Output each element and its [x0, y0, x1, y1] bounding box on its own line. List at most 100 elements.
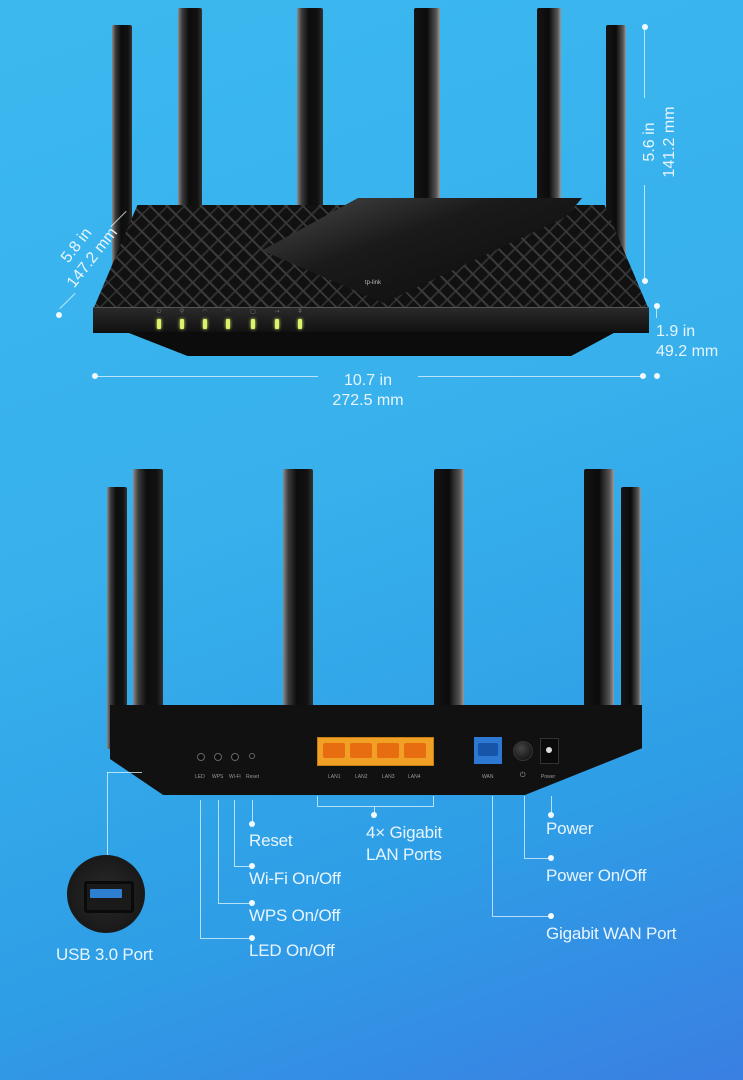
power-callout-dot: [548, 812, 554, 818]
power-button-icon: ⏻: [520, 772, 526, 779]
lan-port-4[interactable]: [404, 743, 426, 758]
antenna-height-dot-top: [642, 24, 648, 30]
antenna: [606, 25, 626, 270]
wan-callout-label: Gigabit WAN Port: [546, 924, 677, 943]
wps-callout-line-v: [218, 800, 219, 903]
usb-callout-line-v: [107, 772, 108, 855]
led-button[interactable]: [197, 753, 205, 761]
led-callout-line-v: [200, 800, 201, 938]
body-height-mm: 49.2 mm: [656, 343, 719, 360]
lan-bracket-bottom: [317, 806, 434, 807]
width-mm: 272.5 mm: [332, 392, 404, 409]
antenna-height-in: 5.6 in: [641, 122, 658, 162]
power-button[interactable]: [513, 741, 533, 761]
usb-3-port[interactable]: [84, 881, 134, 913]
body-height-in: 1.9 in: [656, 323, 696, 340]
led-wps: [298, 319, 302, 329]
internet-led-icon: ⚲: [179, 309, 185, 315]
antenna-height-line-lower: [644, 185, 645, 280]
led-wifi-24: [203, 319, 207, 329]
width-dot-right: [640, 373, 646, 379]
lan-port-block: [317, 737, 434, 766]
usb-led-icon: ⇢: [274, 309, 280, 315]
antenna: [621, 487, 641, 749]
width-line-left: [96, 376, 318, 377]
lan-bracket-stem: [374, 806, 375, 815]
tp-link-logo: tp-link: [365, 280, 382, 286]
width-in: 10.7 in: [343, 372, 393, 389]
wifi-5-led-icon: ◠: [225, 309, 231, 315]
lan-callout-label-2: LAN Ports: [366, 845, 442, 864]
led-button-label: LED: [195, 774, 205, 780]
usb-callout-line: [107, 772, 142, 773]
wifi-button-label: Wi-Fi: [229, 774, 241, 780]
power-callout-line-v: [551, 796, 552, 814]
wifi-24-led-icon: ◠: [202, 309, 208, 315]
wan-callout-line-v: [492, 796, 493, 916]
led-internet: [180, 319, 184, 329]
wifi-callout-label: Wi-Fi On/Off: [249, 869, 341, 888]
wps-callout-line-h: [218, 903, 252, 904]
wan-callout-dot: [548, 913, 554, 919]
wan-port[interactable]: [474, 737, 502, 764]
led-usb: [275, 319, 279, 329]
wan-callout-line-h: [492, 916, 550, 917]
wifi-callout-line-h: [234, 866, 252, 867]
wps-button-label: WPS: [212, 774, 224, 780]
lan-bracket-left: [317, 796, 318, 806]
led-lan: [251, 319, 255, 329]
lan-port-2[interactable]: [350, 743, 372, 758]
led-power: [157, 319, 161, 329]
power-onoff-callout-dot: [548, 855, 554, 861]
width-line-right: [418, 376, 642, 377]
led-wifi-5: [226, 319, 230, 329]
lan-callout-dot: [371, 812, 377, 818]
usb-callout-label: USB 3.0 Port: [56, 945, 153, 964]
lan4-label: LAN4: [408, 774, 421, 780]
reset-button[interactable]: [249, 753, 255, 759]
lan-led-icon: ▢: [250, 309, 256, 315]
power-led-icon: ⏻: [156, 309, 162, 315]
led-callout-dot: [249, 935, 255, 941]
wps-led-icon: ǂ: [298, 309, 302, 315]
lan3-label: LAN3: [382, 774, 395, 780]
width-dot-left: [92, 373, 98, 379]
antenna-height-line-upper: [644, 28, 645, 98]
power-jack[interactable]: [540, 738, 559, 764]
antenna-height-mm: 141.2 mm: [661, 106, 678, 178]
power-callout-label: Power: [546, 819, 594, 838]
lan-bracket-right: [433, 796, 434, 806]
wifi-button[interactable]: [231, 753, 239, 761]
wan-label: WAN: [482, 774, 494, 780]
antenna-height-dot-bottom: [642, 278, 648, 284]
reset-callout-line-v: [252, 800, 253, 824]
lan1-label: LAN1: [328, 774, 341, 780]
wps-button[interactable]: [214, 753, 222, 761]
led-callout-line-h: [200, 938, 252, 939]
reset-button-label: Reset: [246, 774, 260, 780]
lan-port-3[interactable]: [377, 743, 399, 758]
power-jack-label: Power: [541, 774, 556, 780]
wifi-callout-dot: [249, 863, 255, 869]
lan-callout-label-1: 4× Gigabit: [366, 823, 442, 842]
lan2-label: LAN2: [355, 774, 368, 780]
antenna-height-label: 5.6 in 141.2 mm: [640, 92, 680, 192]
router-base: [126, 332, 616, 356]
antenna: [178, 8, 202, 213]
power-onoff-callout-label: Power On/Off: [546, 866, 647, 885]
antenna: [107, 487, 127, 749]
body-height-line: [656, 308, 657, 318]
wifi-callout-line-v: [234, 800, 235, 866]
lan-port-1[interactable]: [323, 743, 345, 758]
reset-callout-label: Reset: [249, 831, 293, 850]
power-onoff-callout-line-v: [524, 796, 525, 858]
width-label: 10.7 in 272.5 mm: [318, 371, 418, 411]
router-front-strip: [93, 307, 649, 333]
antenna: [297, 8, 323, 213]
wps-callout-label: WPS On/Off: [249, 906, 341, 925]
antenna: [112, 25, 132, 265]
power-onoff-callout-line-h: [524, 858, 550, 859]
antenna: [537, 8, 561, 213]
antenna: [414, 8, 440, 208]
reset-callout-dot: [249, 821, 255, 827]
